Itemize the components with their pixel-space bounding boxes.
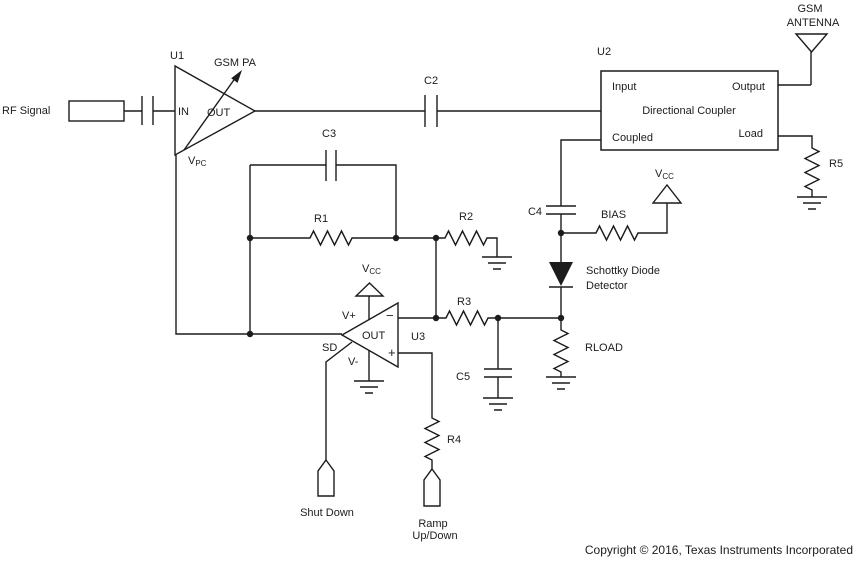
- coupler-pin-output-label: Output: [732, 81, 765, 93]
- r4-label: R4: [447, 434, 461, 446]
- pa-amplifier-triangle: [174, 64, 257, 157]
- antenna-label-line1: GSM: [797, 3, 822, 15]
- resistor-r3: [398, 309, 561, 327]
- pa-ref-label: U1: [170, 50, 184, 62]
- wire-coupler-output: [778, 52, 812, 86]
- junction-dot: [392, 234, 400, 242]
- capacitor-c5: [484, 318, 512, 398]
- junction-dot: [494, 314, 502, 322]
- junction-dot: [432, 314, 440, 322]
- ramp-port-label-line1: Ramp: [418, 518, 447, 530]
- vcc-bias-label: VCC: [655, 168, 674, 181]
- capacitor-c3: [325, 150, 337, 181]
- coupler-pin-coupled-label: Coupled: [612, 132, 653, 144]
- vcc-opamp-label: VCC: [362, 263, 381, 276]
- ground-r2-icon: [482, 256, 512, 270]
- rf-source-symbol: [68, 100, 125, 122]
- antenna-label-line2: ANTENNA: [787, 17, 840, 29]
- c3-label: C3: [322, 128, 336, 140]
- pa-title-label: GSM PA: [214, 57, 257, 69]
- opamp-ref-label: U3: [411, 331, 425, 343]
- wire-c3-branch: [250, 164, 397, 238]
- opamp-minus-pin-label: −: [386, 308, 394, 323]
- coupler-pin-load-label: Load: [739, 128, 763, 140]
- ground-c5-icon: [483, 397, 513, 411]
- ramp-port-symbol: [423, 467, 441, 507]
- shutdown-port-symbol: [317, 458, 335, 497]
- schottky-label-line1: Schottky Diode: [586, 265, 660, 277]
- opamp-triangle: [340, 301, 399, 369]
- opamp-vminus-label: V-: [348, 356, 359, 368]
- shutdown-port-label: Shut Down: [300, 507, 354, 519]
- wire-vpc-feedback: [175, 155, 342, 335]
- capacitor-c2: [424, 95, 438, 127]
- ground-r5-icon: [797, 196, 827, 210]
- wire-shutdown: [325, 341, 353, 460]
- pa-pin-in-label: IN: [178, 106, 189, 118]
- resistor-r5: [778, 135, 821, 197]
- junction-dot: [246, 330, 254, 338]
- rf-signal-label: RF Signal: [2, 105, 50, 117]
- input-coupling-capacitor: [141, 96, 154, 125]
- coupler-pin-input-label: Input: [612, 81, 636, 93]
- c2-label: C2: [424, 75, 438, 87]
- junction-dot: [557, 229, 565, 237]
- coupler-title-label: Directional Coupler: [642, 105, 736, 117]
- pa-vpc-label: VPC: [188, 155, 207, 168]
- opamp-out-label: OUT: [362, 330, 386, 342]
- ground-rload-icon: [546, 376, 576, 390]
- resistor-r2: [436, 229, 498, 257]
- pa-pin-out-label: OUT: [207, 107, 231, 119]
- resistor-r1: [250, 229, 436, 247]
- coupler-box: [600, 70, 779, 151]
- capacitor-c4: [546, 205, 576, 233]
- resistor-bias: [561, 203, 668, 242]
- r1-label: R1: [314, 213, 328, 225]
- wire-plus-input-and-resistor-r4: [398, 352, 441, 469]
- antenna-icon: [794, 33, 829, 54]
- r5-label: R5: [829, 158, 843, 170]
- copyright-text: Copyright © 2016, Texas Instruments Inco…: [585, 543, 853, 557]
- junction-dot: [432, 234, 440, 242]
- r3-label: R3: [457, 296, 471, 308]
- junction-dot: [246, 234, 254, 242]
- opamp-sd-label: SD: [322, 342, 337, 354]
- rload-label: RLOAD: [585, 342, 623, 354]
- pa-gain-arrowhead-icon: [231, 70, 242, 83]
- resistor-rload: [552, 318, 570, 377]
- ground-opamp-icon: [354, 380, 384, 394]
- junction-dot: [557, 314, 565, 322]
- opamp-plus-pin-label: +: [388, 345, 396, 360]
- ramp-port-label-line2: Up/Down: [412, 530, 457, 542]
- vcc-opamp-triangle-icon: [354, 282, 385, 297]
- vcc-bias-triangle-icon: [651, 183, 683, 204]
- c5-label: C5: [456, 371, 470, 383]
- c4-label: C4: [528, 206, 542, 218]
- bias-label: BIAS: [601, 209, 626, 221]
- coupler-ref-label: U2: [597, 46, 611, 58]
- schottky-label-line2: Detector: [586, 280, 628, 292]
- r2-label: R2: [459, 211, 473, 223]
- schottky-diode-symbol: [549, 262, 573, 286]
- opamp-vplus-label: V+: [342, 310, 356, 322]
- wire-coupled: [560, 139, 601, 206]
- pa-gain-arrow-shaft: [183, 76, 237, 151]
